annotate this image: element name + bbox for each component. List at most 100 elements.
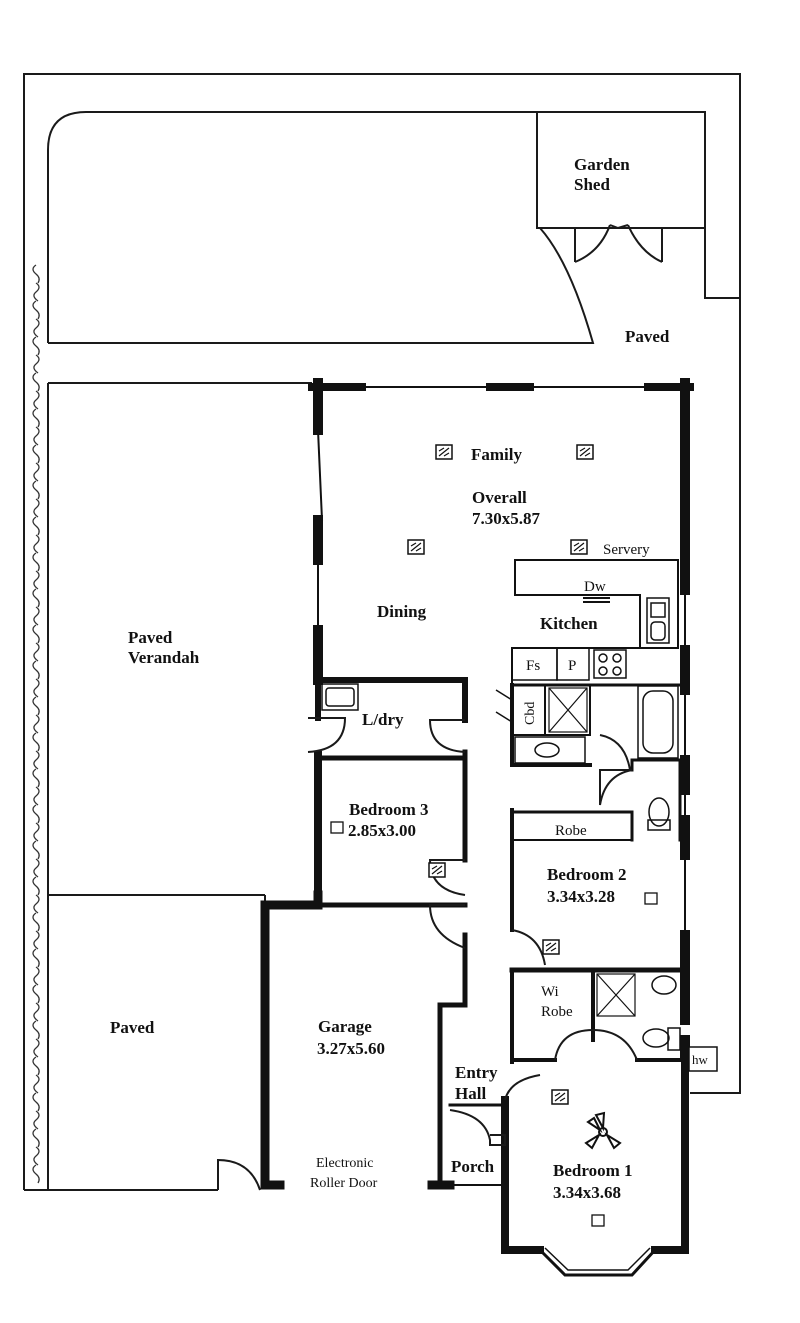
cooktop-icon (593, 649, 627, 679)
creeper-leaf-icon (32, 300, 40, 320)
creeper-leaf-icon (33, 1146, 40, 1166)
downlight-icon (435, 444, 453, 460)
creeper-leaf-icon (33, 1110, 40, 1130)
ceiling-fan-icon (584, 1111, 622, 1150)
paved-left-label: Paved (110, 1018, 155, 1037)
creeper-leaf-icon (33, 570, 40, 590)
creeper-leaf-icon (33, 786, 40, 806)
creeper-leaf-icon (33, 750, 40, 770)
creeper-leaf-icon (33, 318, 40, 338)
creeper-leaf-icon (32, 1164, 40, 1184)
downlight-icon (551, 1089, 569, 1105)
room-labels: Garden Shed Paved Paved Verandah Paved F… (110, 155, 709, 1202)
garage-label: Garage (318, 1017, 372, 1036)
creeper-leaf-icon (32, 444, 40, 464)
creeper-leaf-icon (33, 354, 40, 374)
creeper-leaf-icon (33, 426, 40, 446)
servery-label: Servery (603, 542, 650, 558)
hot-water-unit (688, 1046, 718, 1072)
downlight-icon (542, 939, 560, 955)
creeper-leaf-icon (33, 966, 40, 986)
creeper-leaf-icon (32, 552, 40, 572)
family-label: Family (471, 445, 522, 464)
power-point-icon (644, 892, 658, 905)
garden-creeper (32, 264, 40, 1184)
paved-top-label: Paved (625, 327, 670, 346)
creeper-leaf-icon (32, 948, 40, 968)
bedroom2-label: Bedroom 2 (547, 865, 627, 884)
creeper-leaf-icon (32, 804, 40, 824)
bay-window (538, 1247, 657, 1277)
wi-robe-label: Wi (541, 984, 559, 1000)
sink-icon (646, 597, 670, 644)
garden-shed-label-2: Shed (574, 175, 610, 194)
creeper-leaf-icon (32, 984, 40, 1004)
creeper-leaf-icon (32, 840, 40, 860)
creeper-leaf-icon (33, 534, 40, 554)
creeper-leaf-icon (32, 264, 40, 284)
creeper-leaf-icon (33, 1074, 40, 1094)
dishwasher-label: Dw (584, 579, 606, 595)
paved-verandah-label: Paved (128, 628, 173, 647)
door-swings (217, 717, 638, 1191)
kitchen-label: Kitchen (540, 614, 598, 633)
paved-verandah-label-2: Verandah (128, 648, 200, 667)
trough-icon (321, 683, 359, 711)
creeper-leaf-icon (33, 930, 40, 950)
creeper-leaf-icon (32, 1128, 40, 1148)
creeper-leaf-icon (33, 462, 40, 482)
power-point-icon (591, 1214, 605, 1227)
basin-icon (514, 736, 586, 764)
creeper-leaf-icon (33, 714, 40, 734)
creeper-leaf-icon (32, 480, 40, 500)
creeper-leaf-icon (33, 282, 40, 302)
creeper-leaf-icon (33, 822, 40, 842)
pantry-label: P (568, 658, 576, 674)
creeper-leaf-icon (32, 588, 40, 608)
creeper-leaf-icon (32, 660, 40, 680)
creeper-leaf-icon (32, 732, 40, 752)
roller-door-label: Electronic (316, 1156, 374, 1171)
porch-label: Porch (451, 1157, 495, 1176)
hot-water-label: hw (692, 1052, 709, 1067)
bath-icon (637, 685, 679, 759)
site-boundary (23, 73, 741, 1191)
creeper-leaf-icon (32, 912, 40, 932)
creeper-leaf-icon (32, 372, 40, 392)
overall-size: 7.30x5.87 (472, 509, 541, 528)
creeper-leaf-icon (32, 516, 40, 536)
creeper-leaf-icon (33, 606, 40, 626)
fridge-label: Fs (526, 658, 540, 674)
bedroom3-label: Bedroom 3 (349, 800, 429, 819)
creeper-leaf-icon (32, 876, 40, 896)
overall-label: Overall (472, 488, 527, 507)
creeper-leaf-icon (32, 336, 40, 356)
creeper-leaf-icon (33, 858, 40, 878)
creeper-leaf-icon (32, 1056, 40, 1076)
creeper-leaf-icon (33, 498, 40, 518)
robe-label: Robe (555, 823, 587, 839)
creeper-leaf-icon (33, 390, 40, 410)
roller-door-label-2: Roller Door (310, 1176, 378, 1191)
shed-doors (574, 224, 663, 263)
bedroom1-size: 3.34x3.68 (553, 1183, 621, 1202)
downlight-icons (330, 444, 658, 1227)
downlight-icon (570, 539, 588, 555)
creeper-leaf-icon (32, 1020, 40, 1040)
cupboard-icon (495, 685, 513, 735)
entry-label: Entry (455, 1063, 498, 1082)
shower-icon (548, 687, 636, 1017)
bedroom2-size: 3.34x3.28 (547, 887, 615, 906)
creeper-leaf-icon (33, 1002, 40, 1022)
creeper-leaf-icon (32, 408, 40, 428)
garden-shed-label: Garden (574, 155, 630, 174)
cupboard-label: Cbd (523, 702, 538, 725)
creeper-leaf-icon (32, 768, 40, 788)
kitchen-cupboards (511, 597, 610, 681)
creeper-leaf-icon (32, 696, 40, 716)
hall-label: Hall (455, 1084, 486, 1103)
laundry-label: L/dry (362, 710, 404, 729)
toilet-icon (642, 797, 681, 1051)
garage-size: 3.27x5.60 (317, 1039, 385, 1058)
